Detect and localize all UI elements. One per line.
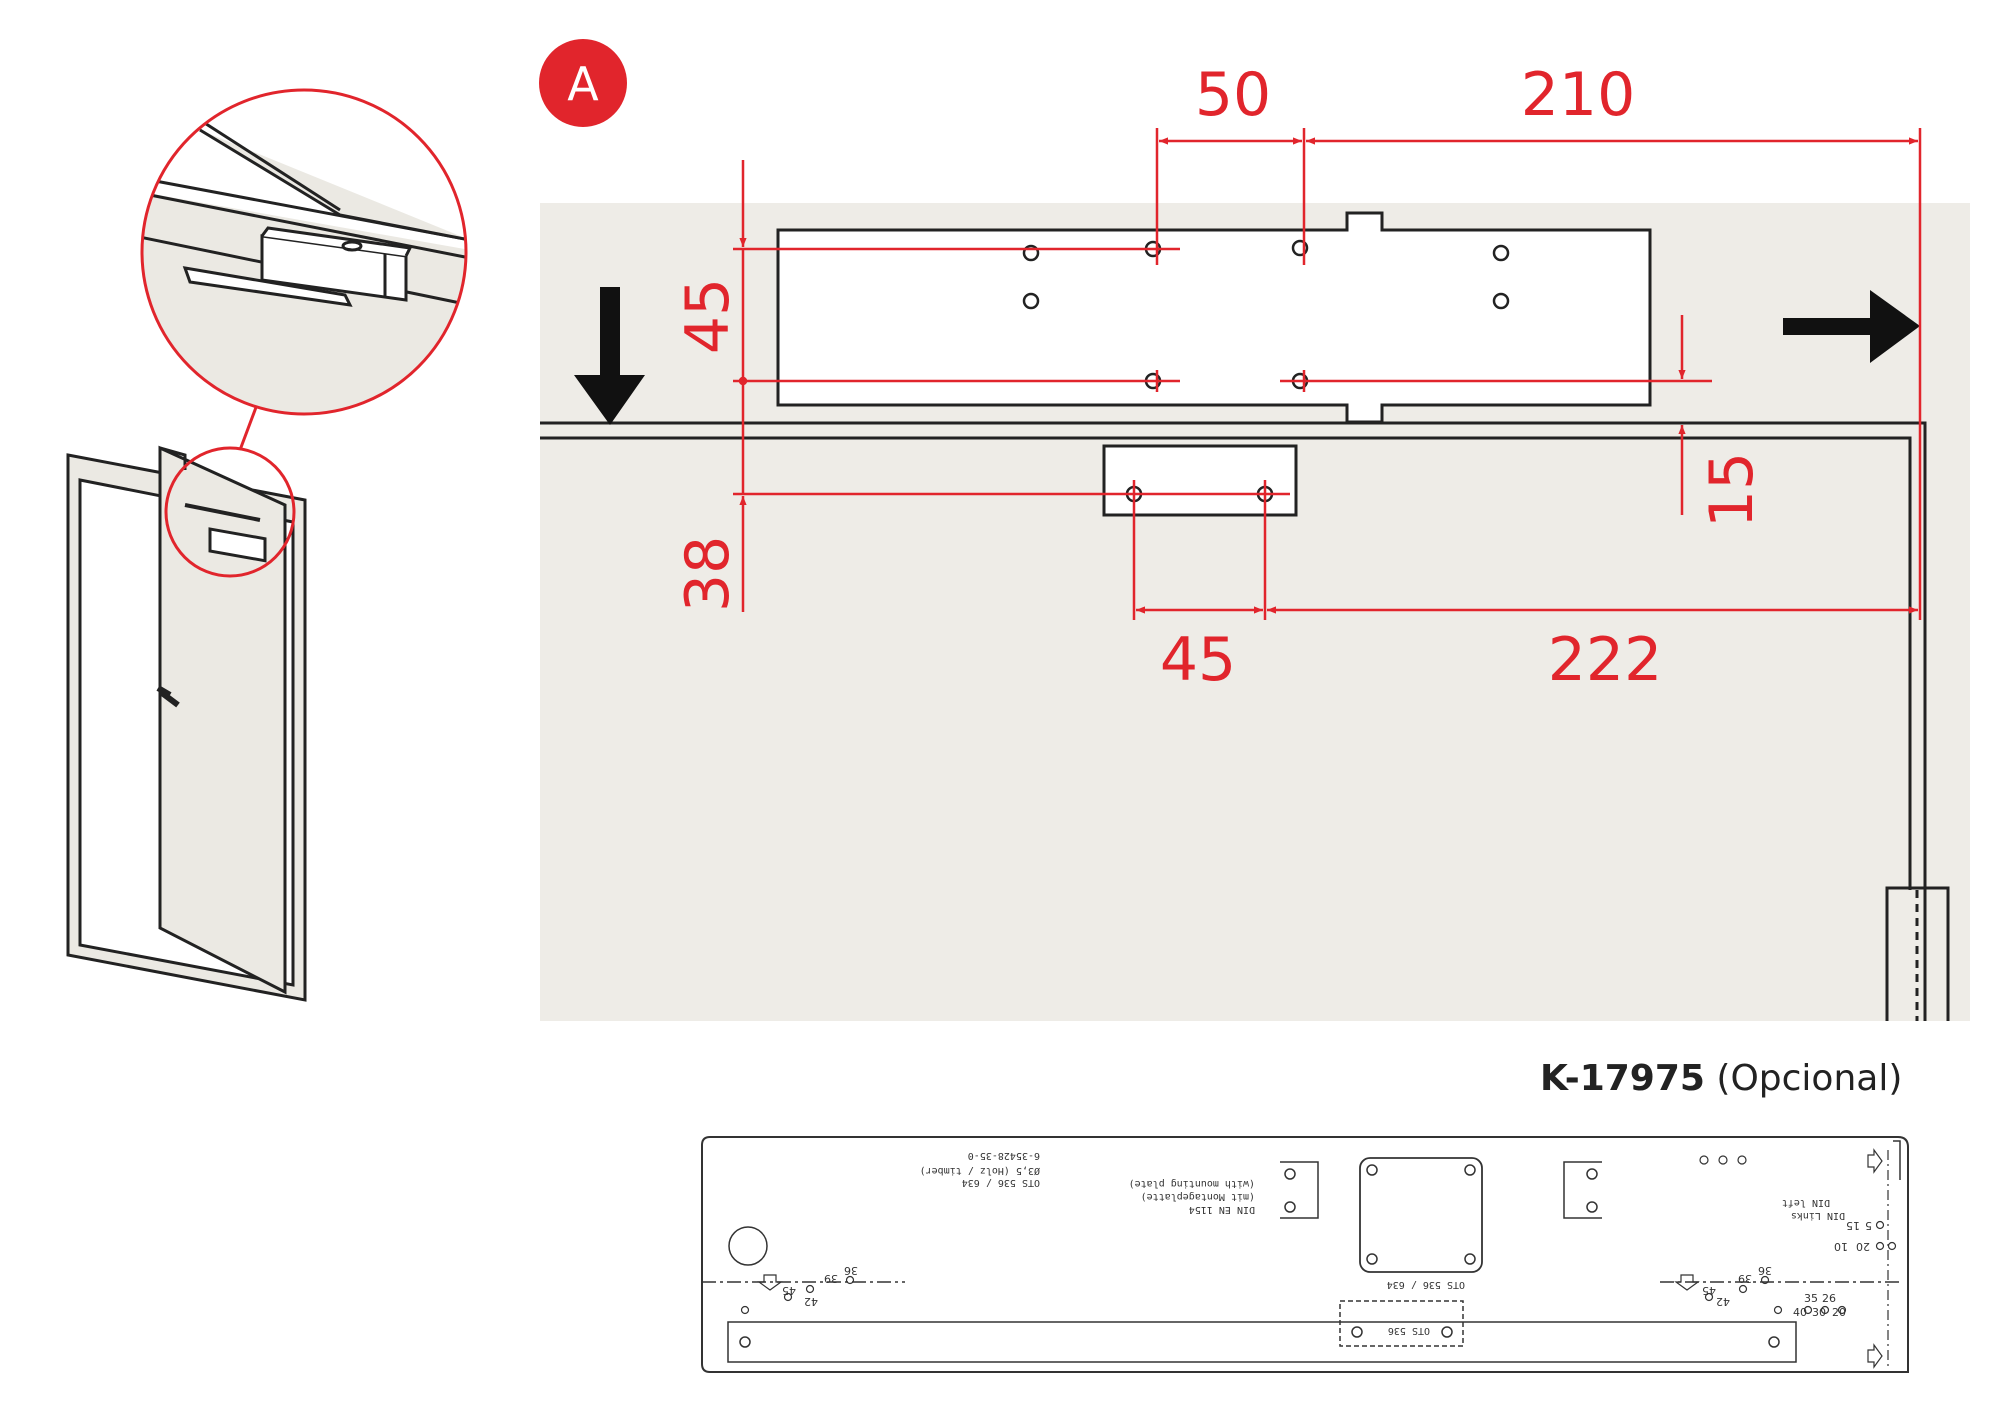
dim-top-right: 210 bbox=[1521, 60, 1636, 130]
part-label: K-17975 (Opcional) bbox=[1540, 1058, 1902, 1099]
drilling-template bbox=[701, 1136, 1909, 1373]
tpl-din-left: DIN left bbox=[1782, 1197, 1830, 1208]
section-badge-letter: A bbox=[567, 57, 599, 111]
tpl-num: 26 bbox=[1822, 1292, 1836, 1305]
dim-bottom-left: 45 bbox=[1160, 625, 1236, 695]
door-illustration bbox=[66, 401, 307, 1002]
tpl-bottom-label: OTS 536 bbox=[1388, 1325, 1430, 1336]
tpl-din-links: DIN Links bbox=[1791, 1210, 1845, 1221]
part-note: (Opcional) bbox=[1716, 1058, 1903, 1099]
tpl-plate-label: OTS 536 / 634 bbox=[1387, 1279, 1465, 1290]
tpl-num: 30 bbox=[1812, 1306, 1826, 1319]
tpl-num: 35 bbox=[1804, 1292, 1818, 1305]
tpl-num: 5 bbox=[1865, 1219, 1872, 1232]
dim-bottom-right: 222 bbox=[1548, 625, 1663, 695]
tpl-num: 10 bbox=[1834, 1240, 1848, 1253]
dim-top-left: 50 bbox=[1195, 60, 1271, 130]
tpl-num: 45 bbox=[782, 1284, 796, 1297]
tpl-norm: DIN EN 1154 bbox=[1189, 1204, 1255, 1215]
tpl-norm-sub2: (with mounting plate) bbox=[1129, 1178, 1255, 1189]
tpl-num: 36 bbox=[1758, 1264, 1772, 1277]
tpl-num: 39 bbox=[824, 1272, 838, 1285]
tpl-model-a-sub: Ø3,5 (Holz / timber) bbox=[920, 1165, 1040, 1177]
tpl-model-a: OTS 536 / 634 bbox=[962, 1177, 1040, 1188]
tpl-num: 40 bbox=[1793, 1306, 1807, 1319]
part-code: K-17975 bbox=[1540, 1058, 1705, 1099]
detail-zoom-circle bbox=[140, 88, 468, 416]
down-arrow-icon bbox=[574, 287, 645, 425]
tpl-num: 36 bbox=[844, 1264, 858, 1277]
tpl-num: 42 bbox=[1716, 1295, 1730, 1308]
tpl-num: 39 bbox=[1738, 1272, 1752, 1285]
dim-left-lower: 38 bbox=[673, 536, 743, 612]
mounting-plate bbox=[776, 211, 1652, 424]
dimension-lines bbox=[733, 128, 1922, 620]
tpl-model-a-code: 6-35428-35-0 bbox=[968, 1150, 1040, 1161]
tpl-num: 15 bbox=[1846, 1219, 1860, 1232]
tpl-num: 20 bbox=[1832, 1306, 1846, 1319]
tpl-num: 20 bbox=[1856, 1240, 1870, 1253]
template-labels: OTS 536 / 634 Ø3,5 (Holz / timber) 6-354… bbox=[782, 1150, 1872, 1336]
dim-left-upper: 45 bbox=[673, 278, 743, 354]
right-arrow-icon bbox=[1783, 290, 1920, 363]
dim-right-offset: 15 bbox=[1697, 452, 1767, 528]
tpl-norm-sub1: (mit Montageplatte) bbox=[1141, 1191, 1255, 1202]
frame-lines bbox=[540, 421, 1950, 1021]
tpl-num: 42 bbox=[804, 1295, 818, 1308]
tpl-num: 45 bbox=[1702, 1284, 1716, 1297]
section-badge: A bbox=[539, 39, 627, 127]
